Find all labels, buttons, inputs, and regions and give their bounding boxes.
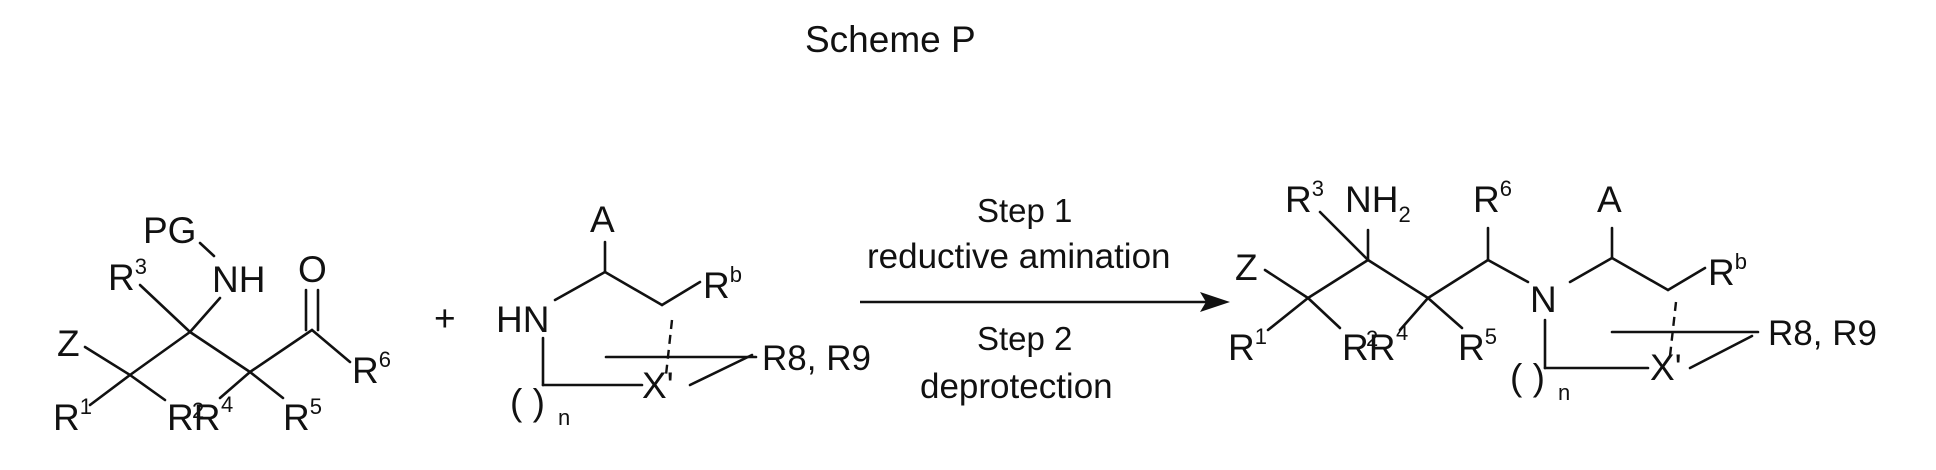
product-a-label: A <box>1597 179 1622 220</box>
bond-c3-c4 <box>1428 260 1488 298</box>
reactant-2-n-subscript: n <box>558 405 570 430</box>
bond-n-ca <box>1570 258 1612 282</box>
product-r4-sup: 4 <box>1396 320 1408 345</box>
bond-c3-r5 <box>250 372 283 398</box>
reactant-1-r1-label: R1 <box>53 394 92 438</box>
product-r5-label: R5 <box>1458 324 1497 368</box>
bond-x-right <box>690 355 752 385</box>
product-r2-sup: 2 <box>1366 326 1378 351</box>
reactant-1-z-label: Z <box>57 323 80 364</box>
bond-c3-r5 <box>1428 298 1462 328</box>
bond-c1-r2 <box>130 375 165 400</box>
step2-label: Step 2 <box>977 320 1072 357</box>
bond-c2-nh <box>190 298 220 332</box>
product-r1-label: R1 <box>1228 324 1267 368</box>
reactant-2-hn-label: HN <box>496 299 549 340</box>
bond-c1-c2 <box>1308 260 1368 298</box>
reactant-1-r5-label: R5 <box>283 394 322 438</box>
product-n-subscript: n <box>1558 380 1570 405</box>
reactant-2-r8r9-label: R8, R9 <box>762 339 871 378</box>
reactant-1-o-label: O <box>298 249 327 290</box>
product-x-label: X' <box>1650 347 1682 388</box>
product-r3-label: R3 <box>1285 176 1324 220</box>
reactant-2-x-label: X' <box>642 365 674 406</box>
bond-c3-c4 <box>250 330 312 372</box>
bond-c2-c3 <box>190 332 250 372</box>
reactant-1-r4-sup: 4 <box>221 392 233 417</box>
bond-x-right <box>1690 336 1752 368</box>
plus-sign: + <box>434 298 456 339</box>
product-z-label: Z <box>1235 247 1258 288</box>
bond-ca-cb <box>605 272 662 305</box>
reactant-1-r3-label: R3 <box>108 254 147 298</box>
product-paren-label: ( ) <box>1510 357 1545 398</box>
bond-hn-ca <box>555 272 605 300</box>
bond-z-c1 <box>1265 270 1308 298</box>
reactant-2-rb-label: Rb <box>703 262 742 306</box>
product-nh2-label: NH2 <box>1345 179 1411 227</box>
product-diamine: Z R3 NH2 R6 A Rb N R1 RR 2 4 R5 ( ) n X'… <box>1228 176 1877 405</box>
bond-z-c1 <box>85 347 130 375</box>
product-r8r9-label: R8, R9 <box>1768 314 1877 353</box>
reaction-arrow-group: Step 1 reductive amination Step 2 deprot… <box>860 192 1230 406</box>
bond-c1-r1 <box>90 375 130 405</box>
bond-nh-pg <box>200 243 214 256</box>
step1-description: reductive amination <box>867 237 1171 276</box>
bond-c2-r3 <box>140 285 190 332</box>
bond-c4-r6 <box>312 330 350 362</box>
bond-c4-n <box>1488 260 1528 282</box>
reactant-2-cyclic-amine: A HN Rb X' R8, R9 ( ) n <box>496 199 871 430</box>
reactant-1-r2-sup: 2 <box>192 398 204 423</box>
product-rb-label: Rb <box>1708 249 1747 293</box>
reactant-2-a-label: A <box>590 199 615 240</box>
step1-label: Step 1 <box>977 192 1072 229</box>
reactant-1-protected-amino-ketone: PG NH O Z R1 R3 RR 2 4 R5 R6 <box>53 210 391 438</box>
bond-cb-rb <box>662 282 700 305</box>
bond-ca-cb <box>1612 258 1668 290</box>
bond-cb-rb <box>1668 268 1705 290</box>
bond-c1-c2 <box>130 332 190 375</box>
product-r6-label: R6 <box>1473 176 1512 220</box>
product-n-label: N <box>1530 279 1557 320</box>
reactant-1-r6-label: R6 <box>352 347 391 391</box>
bond-c2-c3 <box>1368 260 1428 298</box>
step2-description: deprotection <box>920 367 1113 406</box>
bond-c1-r1 <box>1268 298 1308 330</box>
reactant-2-paren-label: ( ) <box>510 382 545 423</box>
reactant-1-pg-label: PG <box>143 210 196 251</box>
scheme-title: Scheme P <box>805 19 976 60</box>
reactant-1-nh-label: NH <box>212 259 265 300</box>
reactant-2-bonds <box>543 242 756 385</box>
product-bonds <box>1265 212 1758 368</box>
bond-c1-r2 <box>1308 298 1340 328</box>
